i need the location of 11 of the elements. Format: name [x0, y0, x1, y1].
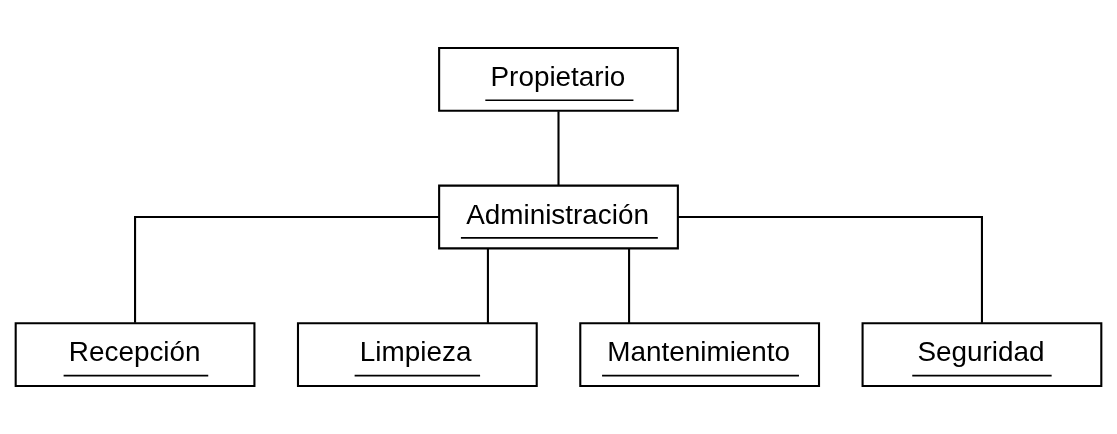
connector: [678, 215, 983, 323]
connector: [557, 111, 560, 186]
node-box: Recepción: [14, 322, 256, 388]
node-box: Mantenimiento: [579, 322, 821, 388]
connector: [628, 248, 631, 323]
node-box: Propietario: [438, 46, 679, 112]
node-box: Seguridad: [861, 322, 1103, 388]
node-box: Limpieza: [296, 322, 538, 388]
node-box: Administración: [438, 184, 679, 250]
connector: [134, 215, 439, 323]
connector: [486, 248, 489, 323]
